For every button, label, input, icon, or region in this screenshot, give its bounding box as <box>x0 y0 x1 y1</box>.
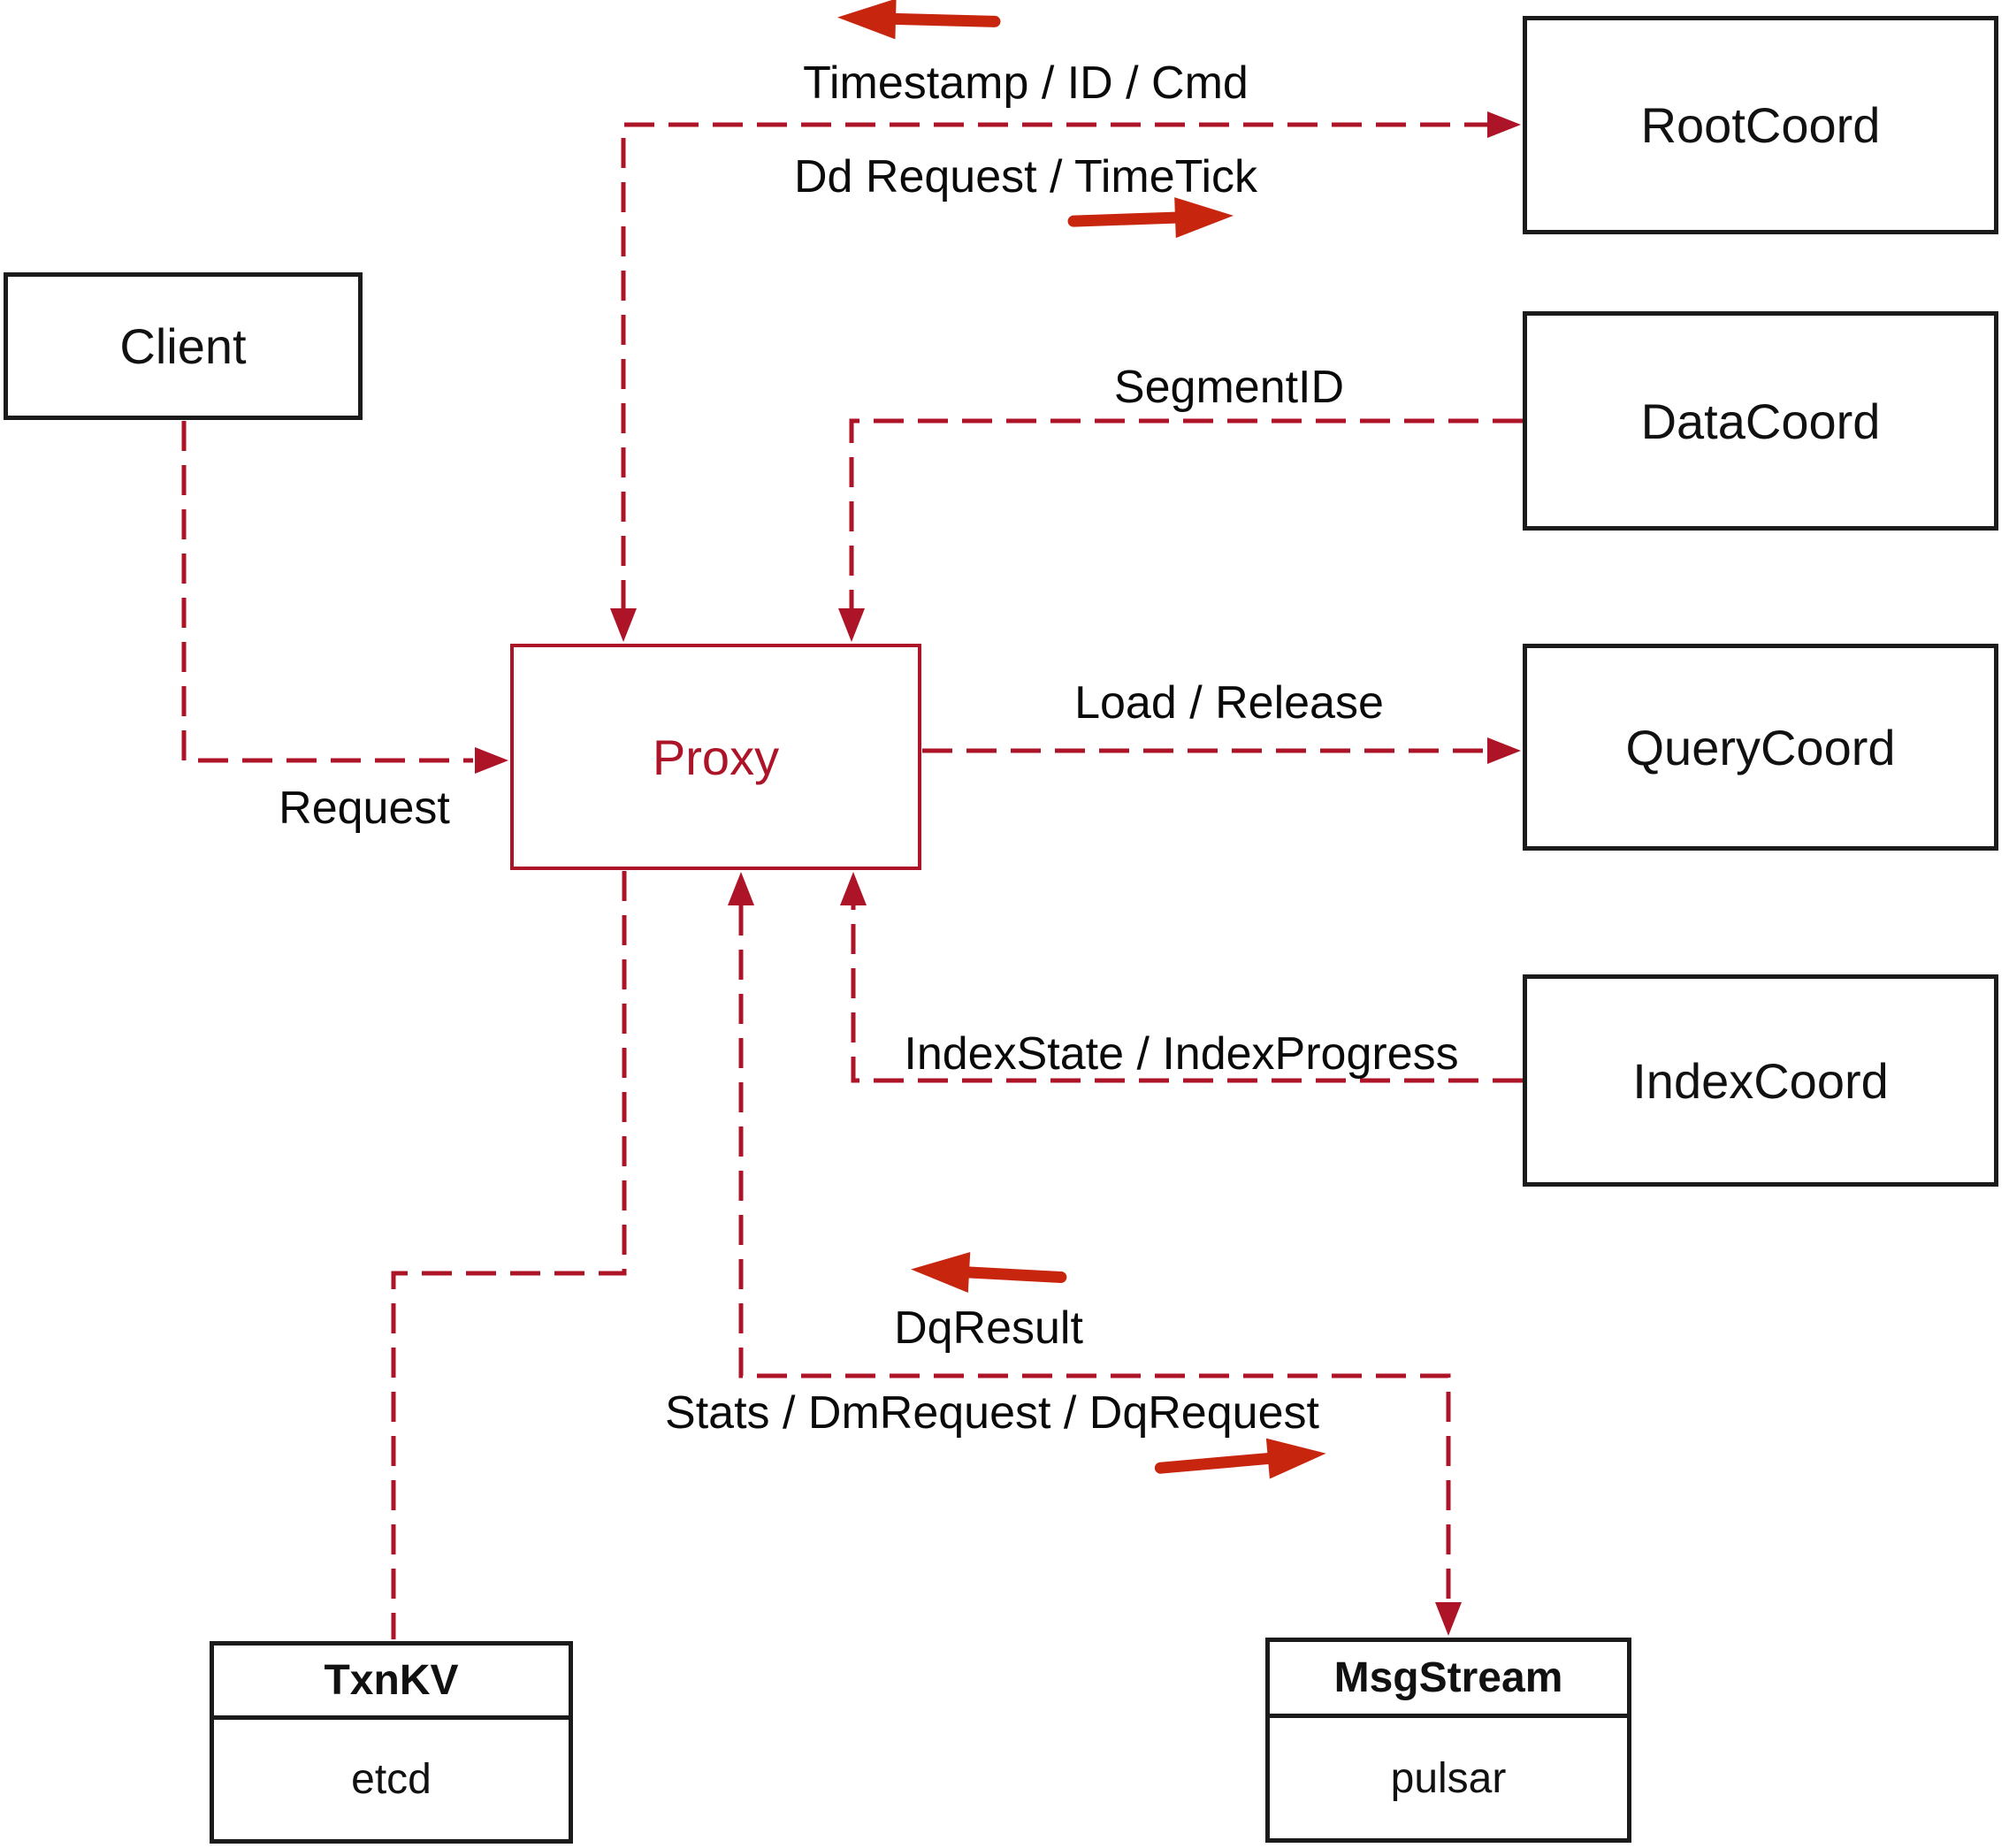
node-rootcoord-label: RootCoord <box>1640 97 1881 153</box>
edge-indexcoord-proxy <box>851 905 1523 1083</box>
edge-datacoord-proxy <box>849 418 1523 608</box>
edge-client-proxy <box>181 421 473 763</box>
edge-proxy-txnkv <box>391 871 627 1639</box>
label-index-state-progress: IndexState / IndexProgress <box>904 1028 1459 1080</box>
node-client: Client <box>4 272 363 420</box>
node-datacoord: DataCoord <box>1523 311 1998 531</box>
node-indexcoord: IndexCoord <box>1523 974 1998 1187</box>
node-msgstream-impl: pulsar <box>1390 1754 1507 1802</box>
arrowhead-into-rootcoord <box>1487 111 1521 138</box>
node-datacoord-label: DataCoord <box>1640 393 1881 449</box>
arrowhead-into-proxy-top-left <box>610 608 637 642</box>
arrowhead-into-msgstream <box>1435 1602 1462 1636</box>
arrowhead-into-proxy-bottom-right <box>840 872 867 905</box>
edge-proxy-rootcoord <box>621 122 1514 610</box>
dd-request-direction-right-arrow <box>1067 197 1234 239</box>
node-proxy-label: Proxy <box>652 729 780 785</box>
label-dq-result: DqResult <box>894 1302 1083 1354</box>
arrowhead-into-proxy-bottom-mid <box>728 872 754 905</box>
node-indexcoord-label: IndexCoord <box>1632 1052 1889 1109</box>
node-client-label: Client <box>119 318 247 374</box>
node-proxy: Proxy <box>510 644 921 870</box>
label-request: Request <box>279 783 450 834</box>
node-txnkv-impl: etcd <box>351 1756 432 1803</box>
arrowhead-into-proxy-left <box>475 747 508 774</box>
node-txnkv-title: TxnKV <box>214 1646 569 1720</box>
node-msgstream: MsgStream pulsar <box>1265 1638 1631 1843</box>
node-msgstream-title: MsgStream <box>1270 1642 1627 1718</box>
label-segment-id: SegmentID <box>1113 362 1345 413</box>
node-rootcoord: RootCoord <box>1523 16 1998 234</box>
label-timestamp-id-cmd: Timestamp / ID / Cmd <box>803 57 1249 109</box>
edge-proxy-msgstream <box>738 905 1451 1602</box>
node-txnkv: TxnKV etcd <box>210 1641 573 1844</box>
timestamp-direction-left-arrow <box>837 0 1001 40</box>
label-stats-dm-dq-request: Stats / DmRequest / DqRequest <box>665 1387 1319 1439</box>
stats-direction-right-arrow <box>1154 1438 1326 1479</box>
label-dd-request-timetick: Dd Request / TimeTick <box>793 151 1258 202</box>
node-querycoord-label: QueryCoord <box>1625 719 1896 775</box>
node-querycoord: QueryCoord <box>1523 644 1998 851</box>
arrowhead-into-querycoord <box>1487 737 1521 764</box>
label-load-release: Load / Release <box>1074 677 1384 729</box>
arrowhead-into-proxy-top-right <box>838 608 865 642</box>
dq-result-direction-left-arrow <box>911 1252 1067 1293</box>
